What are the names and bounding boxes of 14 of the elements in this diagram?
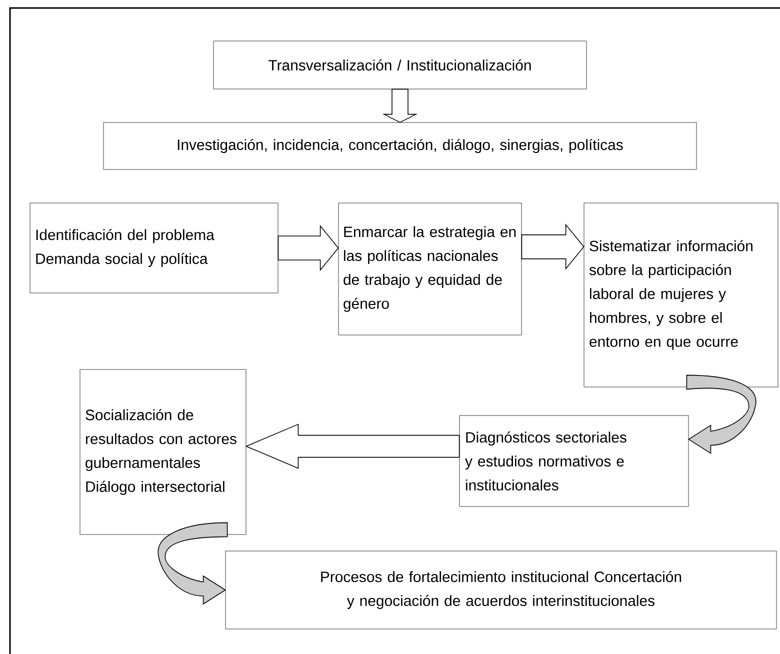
block-arrow <box>382 88 418 123</box>
process-box: Sistematizar información sobre la participación laboral de mujeres y hombres, y sobre el entorno en que ocurre <box>584 202 778 388</box>
process-box: Socialización de resultados con actores gubernamentales Diálogo intersectorial <box>80 369 246 535</box>
process-box: Transversalización / Institucionalización <box>213 40 587 90</box>
block-arrow <box>521 224 584 270</box>
curved-arrow <box>158 522 228 604</box>
process-box: Investigación, incidencia, concertación, diálogo, sinergias, políticas <box>103 122 697 170</box>
process-box: Diagnósticos sectoriales y estudios normativos e institucionales <box>459 415 689 507</box>
block-arrow <box>278 224 339 272</box>
process-box: Identificación del problema Demanda social y política <box>30 202 278 294</box>
process-box: Enmarcar la estrategia en las políticas nacionales de trabajo y equidad de género <box>338 202 522 336</box>
curved-arrow <box>686 374 756 454</box>
process-box: Procesos de fortalecimiento institucional Concertación y negociación de acuerdos interinstitucionales <box>225 550 777 630</box>
block-arrow <box>245 424 460 469</box>
